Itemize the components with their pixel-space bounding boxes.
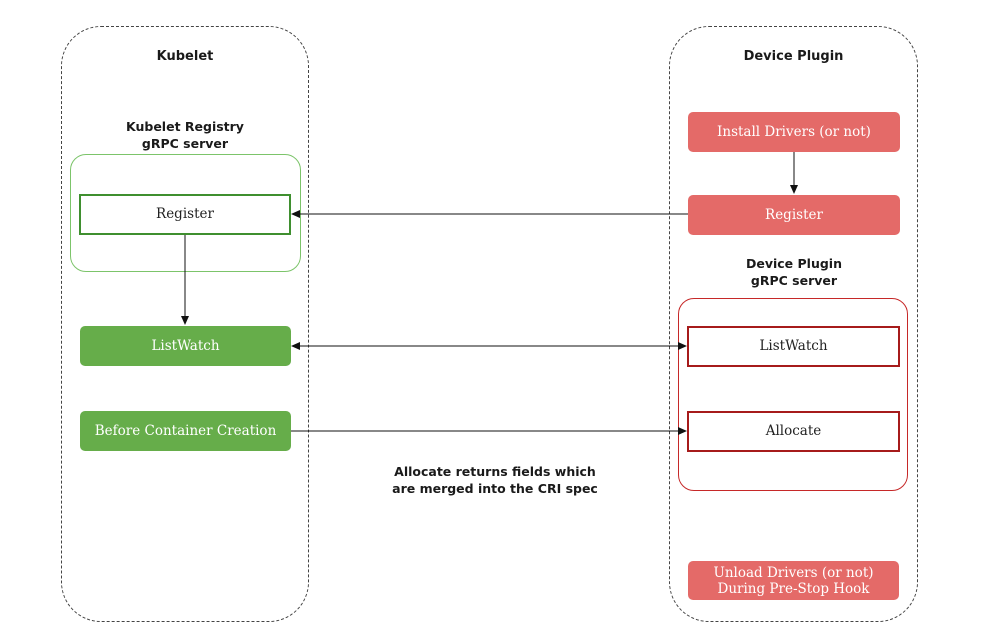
kubelet-register-box[interactable]: Register [79,194,291,235]
install-drivers-box[interactable]: Install Drivers (or not) [688,112,900,152]
device-plugin-listwatch-box[interactable]: ListWatch [687,326,900,367]
kubelet-listwatch-box[interactable]: ListWatch [80,326,291,366]
allocate-annotation-line2: are merged into the CRI spec [392,481,598,496]
kubelet-title: Kubelet [156,49,214,64]
unload-drivers-box[interactable]: Unload Drivers (or not) During Pre-Stop … [688,561,899,600]
device-plugin-server-label-line2: gRPC server [750,273,838,288]
kubelet-registry-label-line1: Kubelet Registry [126,119,244,134]
allocate-annotation: Allocate returns fields which are merged… [370,463,620,497]
device-plugin-server-label: Device Plugin gRPC server [694,255,894,289]
device-plugin-server-label-line1: Device Plugin [745,256,842,271]
device-plugin-server-group [678,298,908,491]
unload-drivers-line1: Unload Drivers (or not) [713,564,874,581]
kubelet-registry-group [70,154,301,272]
device-plugin-title: Device Plugin [743,49,844,64]
allocate-box[interactable]: Allocate [687,411,900,452]
kubelet-lane [61,26,309,622]
kubelet-registry-label: Kubelet Registry gRPC server [85,118,285,152]
kubelet-registry-label-line2: gRPC server [141,136,229,151]
allocate-annotation-line1: Allocate returns fields which [394,464,596,479]
device-plugin-register-box[interactable]: Register [688,195,900,235]
before-container-creation-box[interactable]: Before Container Creation [80,411,291,451]
device-plugin-lane [669,26,918,622]
unload-drivers-line2: During Pre-Stop Hook [717,580,870,597]
